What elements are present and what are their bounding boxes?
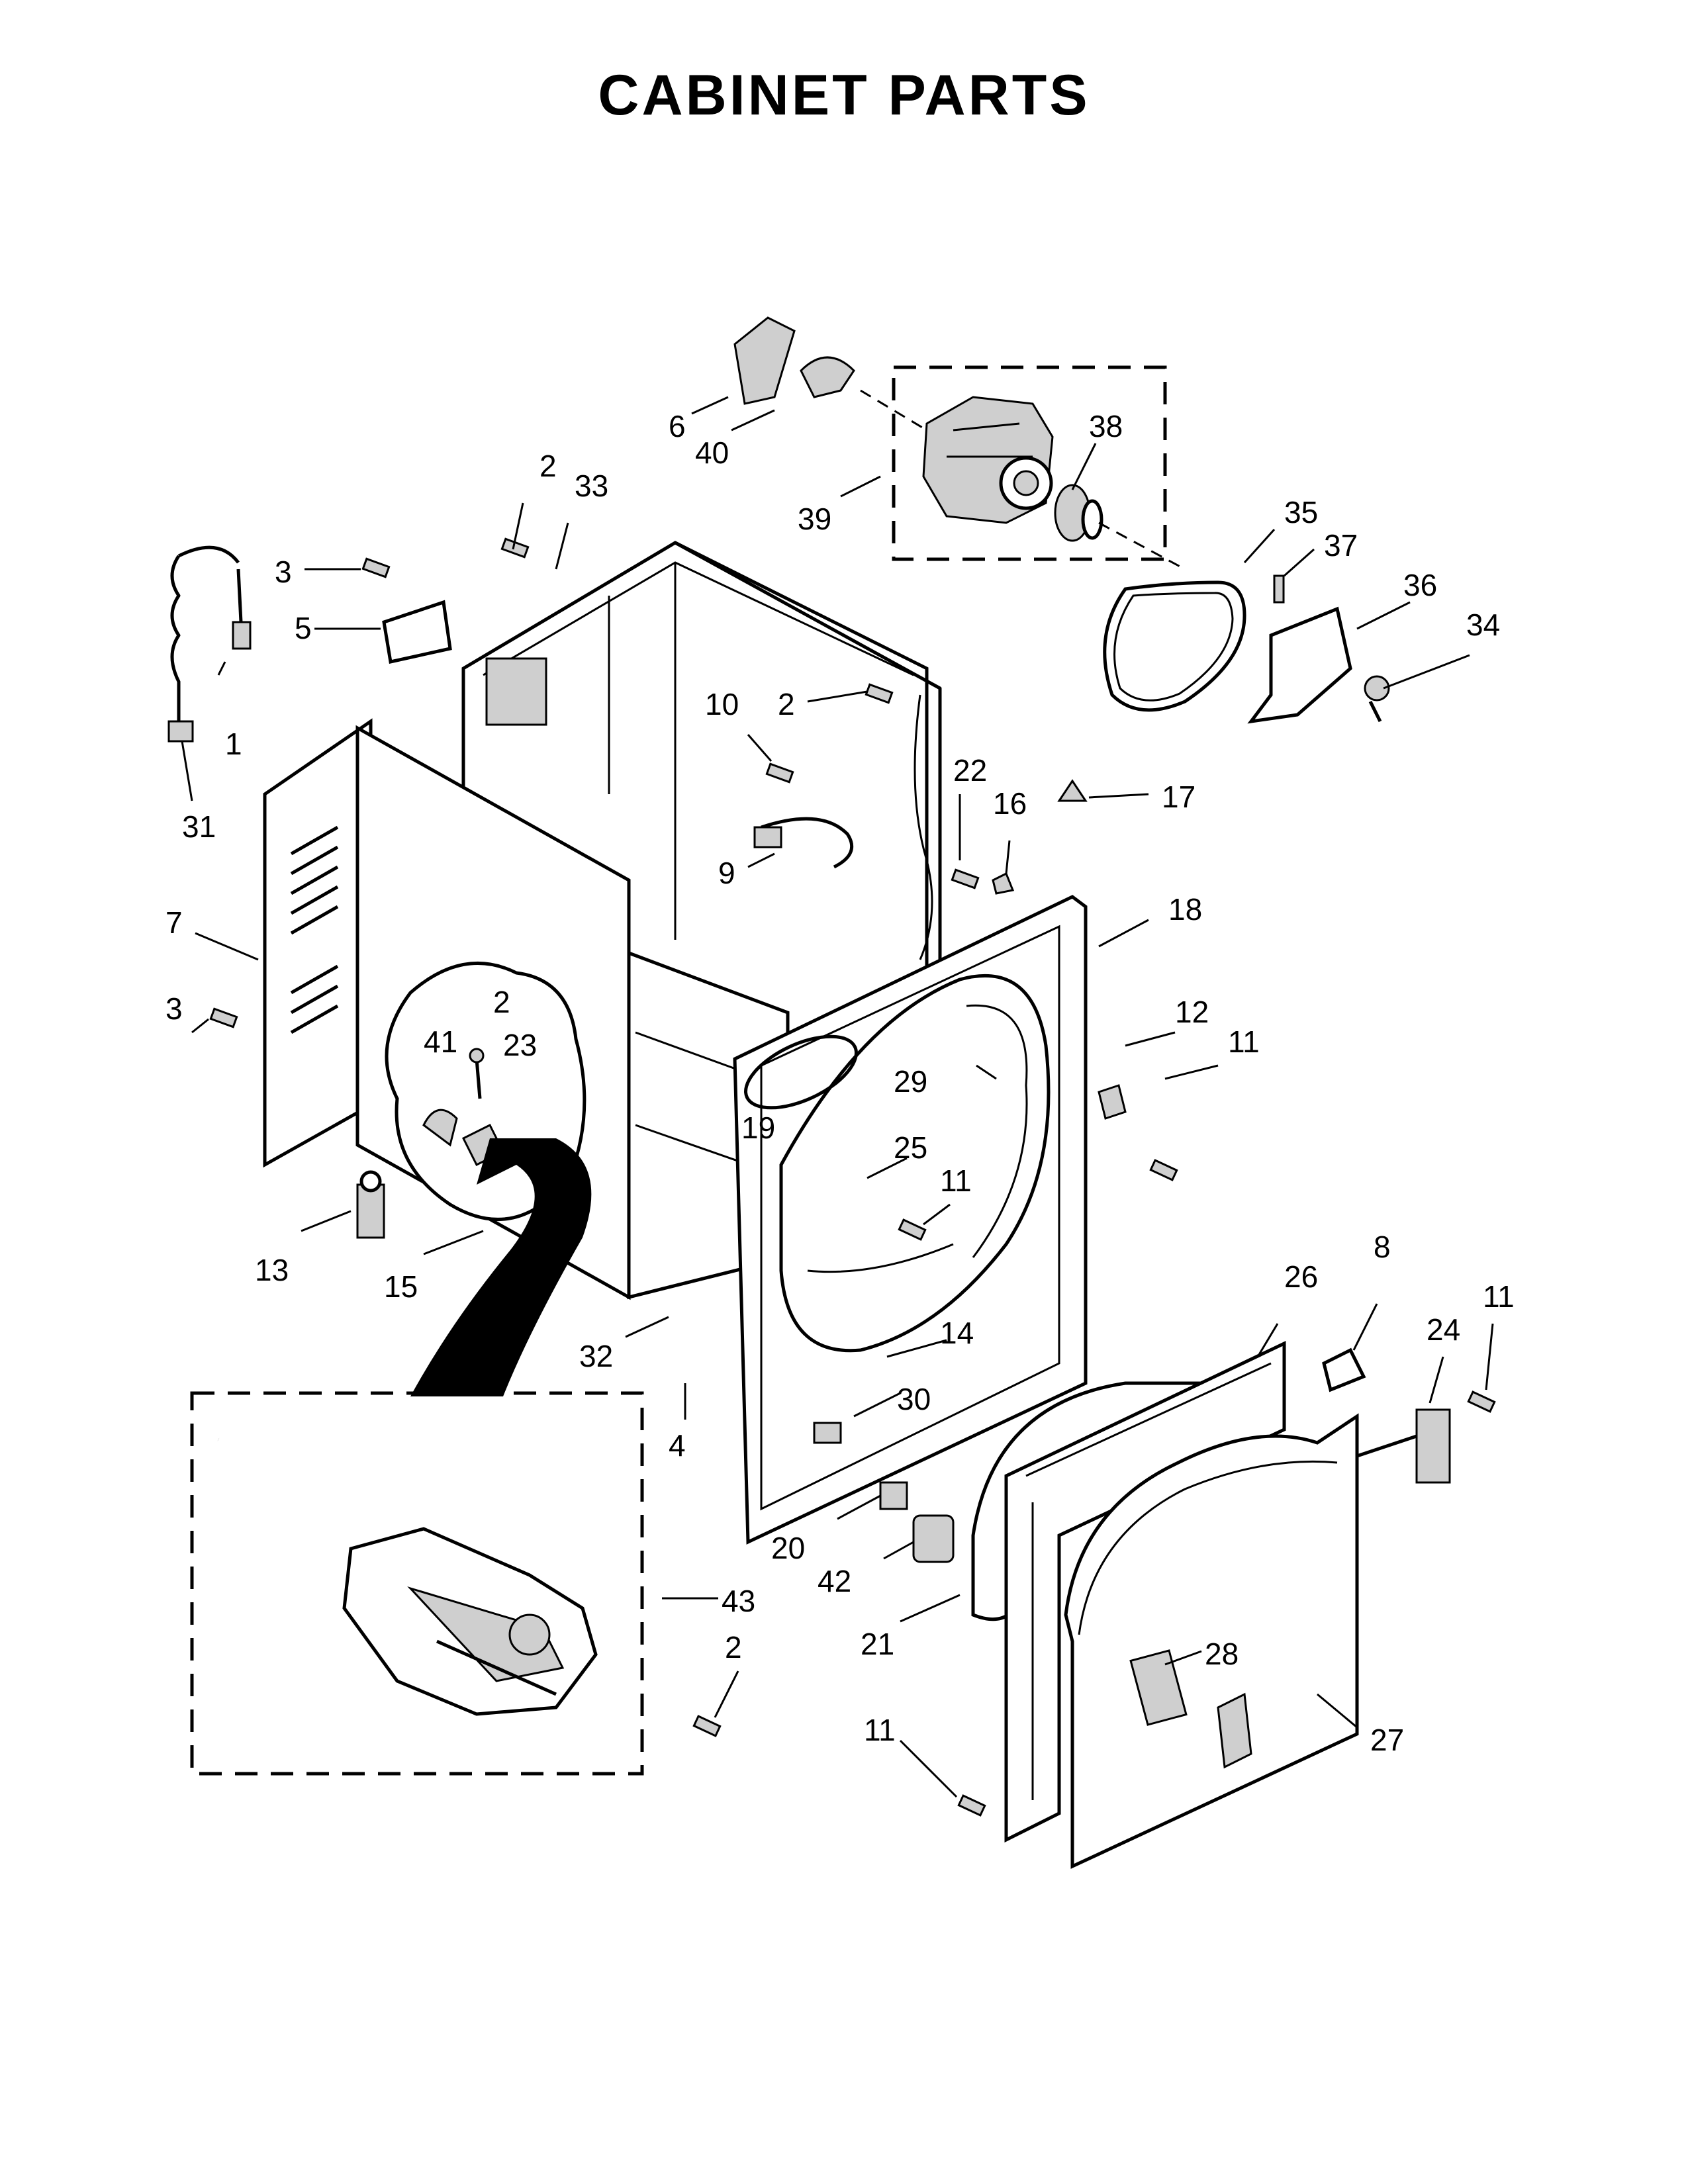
callout-28: 28: [1205, 1637, 1239, 1671]
callout-27: 27: [1370, 1723, 1404, 1757]
drive-motor: [922, 396, 1054, 524]
door-catch: [879, 1481, 908, 1510]
glide-cone: [1057, 779, 1088, 802]
callout-11b: 11: [940, 1163, 972, 1198]
callout-2c: 2: [493, 985, 510, 1019]
door-hinge: [1356, 1408, 1451, 1484]
callout-11: 11: [1228, 1024, 1260, 1059]
callout-6: 6: [669, 409, 686, 443]
burner-assembly: [217, 1437, 598, 1716]
callout-37: 37: [1324, 528, 1358, 563]
door-assembly: [971, 1341, 1359, 1869]
callout-9: 9: [718, 856, 735, 890]
callout-10: 10: [705, 687, 739, 721]
callout-4: 4: [669, 1428, 686, 1463]
callout-30: 30: [897, 1382, 931, 1416]
callout-2b: 2: [778, 687, 795, 721]
callout-17: 17: [1162, 780, 1196, 814]
callout-3: 3: [275, 555, 292, 589]
callout-22: 22: [953, 753, 987, 788]
clip: [992, 872, 1015, 895]
motor-mount-clamps: [733, 316, 855, 405]
access-plate: [382, 600, 452, 664]
page-title: CABINET PARTS: [598, 64, 1090, 127]
callout-39: 39: [798, 502, 831, 536]
callout-11d: 11: [864, 1713, 896, 1747]
screws: [209, 537, 1496, 1817]
callout-13: 13: [255, 1253, 289, 1287]
airflow-arrow: [410, 1138, 592, 1396]
door-strike: [912, 1514, 955, 1563]
motor-pulley: [1054, 484, 1103, 542]
motor-assembly-box: [892, 365, 1167, 561]
callout-29: 29: [894, 1064, 927, 1099]
callout-5: 5: [295, 611, 312, 645]
callout-8: 8: [1374, 1230, 1391, 1264]
callout-23: 23: [503, 1028, 537, 1062]
callout-20: 20: [771, 1531, 805, 1565]
callout-40: 40: [695, 435, 729, 470]
callout-26: 26: [1284, 1259, 1318, 1294]
callout-2: 2: [539, 449, 557, 483]
leveling-leg: [356, 1170, 385, 1239]
burner-assembly-box: [190, 1391, 644, 1776]
wire-harness: [753, 817, 854, 869]
callout-25: 25: [894, 1130, 927, 1165]
drive-belt: [1103, 580, 1246, 712]
callout-7: 7: [165, 905, 183, 940]
callout-43: 43: [722, 1584, 755, 1618]
callout-14: 14: [940, 1316, 974, 1350]
callout-3b: 3: [165, 991, 183, 1026]
callout-32: 32: [579, 1339, 613, 1373]
callout-41: 41: [424, 1024, 457, 1059]
callout-18: 18: [1168, 892, 1202, 927]
access-cover: [1322, 1347, 1366, 1392]
callout-35: 35: [1284, 495, 1318, 529]
callout-12: 12: [1175, 995, 1209, 1029]
callout-1: 1: [225, 727, 242, 761]
idler-bracket: [1247, 574, 1390, 724]
leader-lines: [181, 396, 1494, 1798]
callout-15: 15: [384, 1269, 418, 1304]
callout-38: 38: [1089, 409, 1123, 443]
bracket: [1098, 1084, 1127, 1120]
callout-31: 31: [182, 809, 216, 844]
callout-36: 36: [1403, 568, 1437, 602]
callout-34: 34: [1466, 608, 1500, 642]
callout-24: 24: [1427, 1312, 1460, 1347]
callout-19: 19: [741, 1111, 775, 1145]
callout-labels: 6 40 38 39 2 33 35 37 36 34 3 5 1 31 10 …: [165, 409, 1515, 1757]
callout-2d: 2: [725, 1630, 742, 1664]
callout-11c: 11: [1483, 1279, 1515, 1314]
power-cord: [167, 545, 252, 743]
callout-42: 42: [818, 1564, 851, 1598]
callout-16: 16: [993, 786, 1027, 821]
callout-33: 33: [575, 469, 608, 503]
callout-21: 21: [861, 1627, 894, 1661]
